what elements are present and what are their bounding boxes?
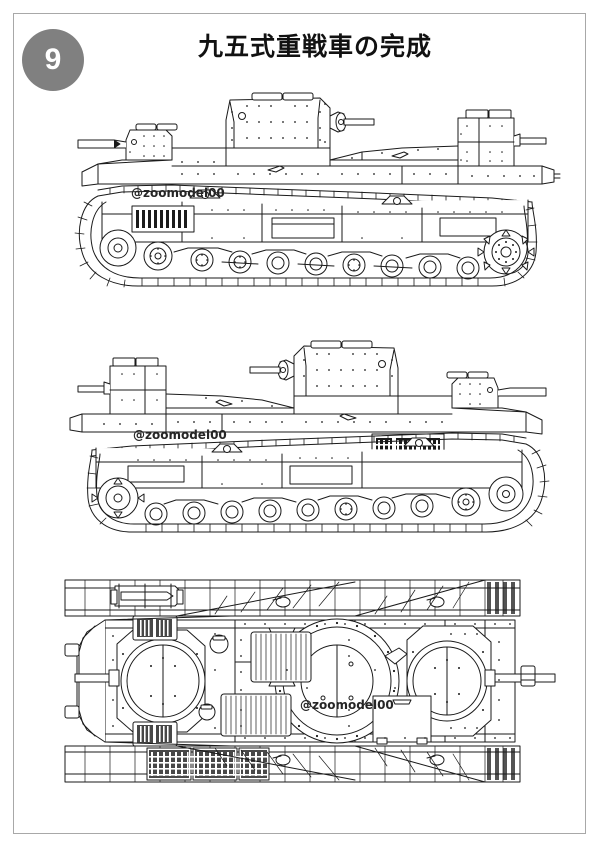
page-number-badge: 9 bbox=[22, 29, 84, 91]
page-title: 九五式重戦車の完成 bbox=[197, 32, 432, 61]
figure-side-view-right bbox=[62, 82, 562, 310]
figure-top-plan-view bbox=[55, 570, 565, 792]
figure-side-view-left bbox=[62, 330, 562, 548]
